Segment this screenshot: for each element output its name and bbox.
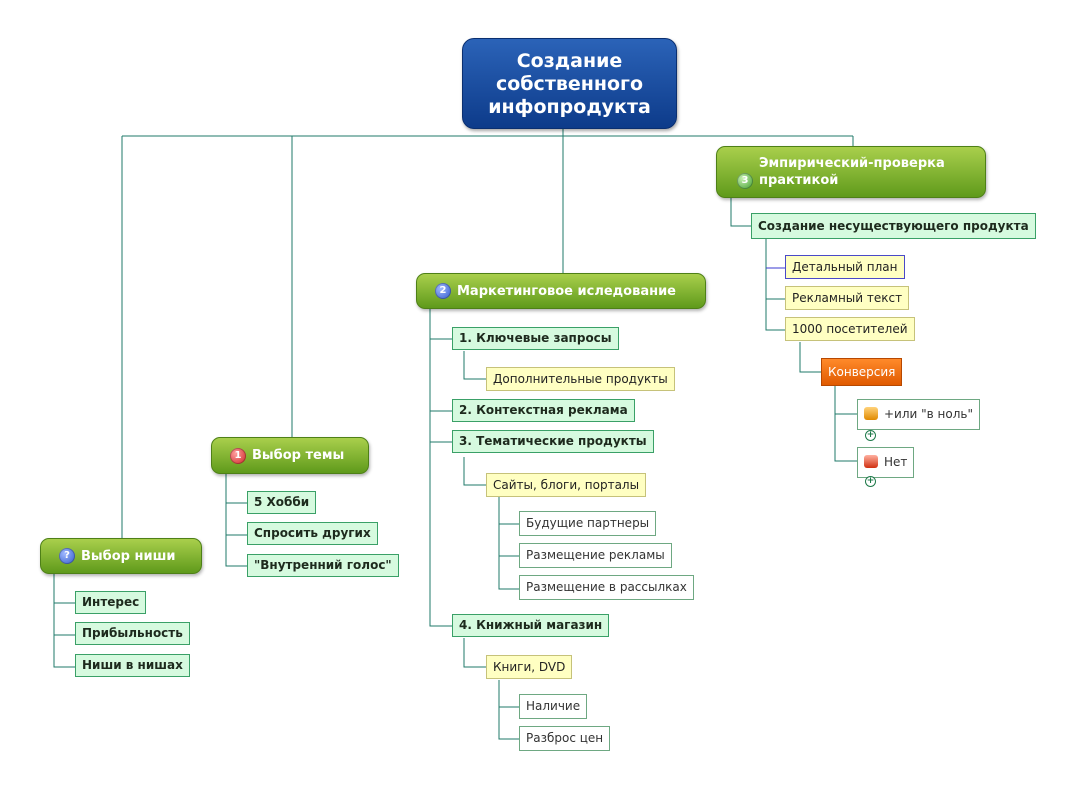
- niche-item-profitability[interactable]: Прибыльность: [75, 622, 190, 645]
- topic-item-ask-others[interactable]: Спросить других: [247, 522, 378, 545]
- marketing-sub-sites[interactable]: Сайты, блоги, порталы: [486, 473, 647, 497]
- topic-item-label: Спросить других: [254, 526, 371, 540]
- niche-item-interest[interactable]: Интерес: [75, 591, 147, 614]
- topic-item-label: 5 Хобби: [254, 495, 310, 509]
- empirical-sub-plan[interactable]: Детальный план: [785, 255, 905, 279]
- central-line-2: собственного: [495, 73, 644, 95]
- topic-item-inner-voice[interactable]: "Внутренний голос": [247, 554, 399, 577]
- central-line-1: Создание: [516, 50, 623, 72]
- question-icon: ?: [59, 548, 75, 564]
- thumbs-up-icon: [864, 407, 878, 420]
- branch-topic-label: Выбор темы: [252, 448, 345, 463]
- marketing-sub-label: Дополнительные продукты: [493, 372, 668, 386]
- marketing-leaf-newsletters[interactable]: Размещение в рассылках: [519, 575, 694, 600]
- niche-item-label: Ниши в нишах: [82, 658, 183, 672]
- niche-item-niches[interactable]: Ниши в нишах: [75, 654, 190, 677]
- marketing-item-label: 2. Контекстная реклама: [459, 403, 628, 417]
- marketing-item-label: 4. Книжный магазин: [459, 618, 603, 632]
- empirical-sub-label: Детальный план: [792, 260, 898, 274]
- empirical-item-label: Создание несуществующего продукта: [758, 219, 1029, 233]
- marketing-leaf-label: Наличие: [526, 699, 581, 713]
- marketing-leaf-ad-placement[interactable]: Размещение рекламы: [519, 543, 672, 568]
- branch-topic[interactable]: 1 Выбор темы: [211, 437, 369, 474]
- outcome-label: +или "в ноль": [884, 407, 973, 421]
- empirical-sub-visitors[interactable]: 1000 посетителей: [785, 317, 915, 341]
- niche-item-label: Прибыльность: [82, 626, 183, 640]
- marketing-item-keywords[interactable]: 1. Ключевые запросы: [452, 327, 619, 350]
- empirical-sub-label: Рекламный текст: [792, 291, 903, 305]
- branch-niche-label: Выбор ниши: [81, 548, 176, 564]
- topic-item-label: "Внутренний голос": [254, 558, 392, 572]
- marketing-sub-books[interactable]: Книги, DVD: [486, 655, 573, 679]
- priority-1-icon: 1: [230, 447, 246, 464]
- marketing-sub-extra-products[interactable]: Дополнительные продукты: [486, 367, 675, 391]
- marketing-item-thematic-products[interactable]: 3. Тематические продукты: [452, 430, 654, 453]
- outcome-positive[interactable]: +или "в ноль": [857, 399, 980, 430]
- marketing-sub-label: Сайты, блоги, порталы: [493, 478, 640, 492]
- empirical-sub-ad-text[interactable]: Рекламный текст: [785, 286, 910, 310]
- branch-empirical-title: Эмпирический-проверка практикой: [759, 155, 945, 189]
- expand-icon[interactable]: +: [865, 430, 876, 441]
- marketing-leaf-label: Будущие партнеры: [526, 516, 650, 530]
- marketing-leaf-availability[interactable]: Наличие: [519, 694, 588, 719]
- marketing-leaf-price-spread[interactable]: Разброс цен: [519, 726, 611, 751]
- expand-icon[interactable]: +: [865, 476, 876, 487]
- thumbs-down-icon: [864, 455, 878, 468]
- priority-3-icon: 3: [737, 173, 753, 189]
- branch-empirical-line-1: Эмпирический-проверка: [759, 156, 945, 171]
- marketing-leaf-label: Разброс цен: [526, 731, 604, 745]
- marketing-leaf-partners[interactable]: Будущие партнеры: [519, 511, 657, 536]
- marketing-item-label: 1. Ключевые запросы: [459, 331, 612, 345]
- branch-empirical-line-2: практикой: [759, 173, 839, 188]
- marketing-item-label: 3. Тематические продукты: [459, 434, 647, 448]
- central-line-3: инфопродукта: [488, 96, 651, 118]
- empirical-sub-label: 1000 посетителей: [792, 322, 908, 336]
- conversion-node[interactable]: Конверсия: [821, 358, 903, 386]
- niche-item-label: Интерес: [82, 595, 140, 609]
- marketing-leaf-label: Размещение в рассылках: [526, 580, 687, 594]
- conversion-label: Конверсия: [828, 365, 896, 379]
- empirical-item-fake-product[interactable]: Создание несуществующего продукта: [751, 213, 1036, 239]
- topic-item-hobby[interactable]: 5 Хобби: [247, 491, 317, 514]
- branch-marketing[interactable]: 2 Маркетинговое иследование: [416, 273, 706, 309]
- marketing-sub-label: Книги, DVD: [493, 660, 566, 674]
- priority-2-icon: 2: [435, 283, 451, 299]
- branch-niche[interactable]: ? Выбор ниши: [40, 538, 202, 574]
- marketing-item-context-ads[interactable]: 2. Контекстная реклама: [452, 399, 635, 422]
- marketing-item-bookstore[interactable]: 4. Книжный магазин: [452, 614, 610, 637]
- outcome-negative[interactable]: Нет: [857, 447, 915, 478]
- central-topic[interactable]: Создание собственного инфопродукта: [462, 38, 677, 129]
- outcome-label: Нет: [884, 455, 908, 469]
- branch-empirical[interactable]: 3 Эмпирический-проверка практикой: [716, 146, 986, 198]
- marketing-leaf-label: Размещение рекламы: [526, 548, 665, 562]
- branch-marketing-label: Маркетинговое иследование: [457, 283, 676, 299]
